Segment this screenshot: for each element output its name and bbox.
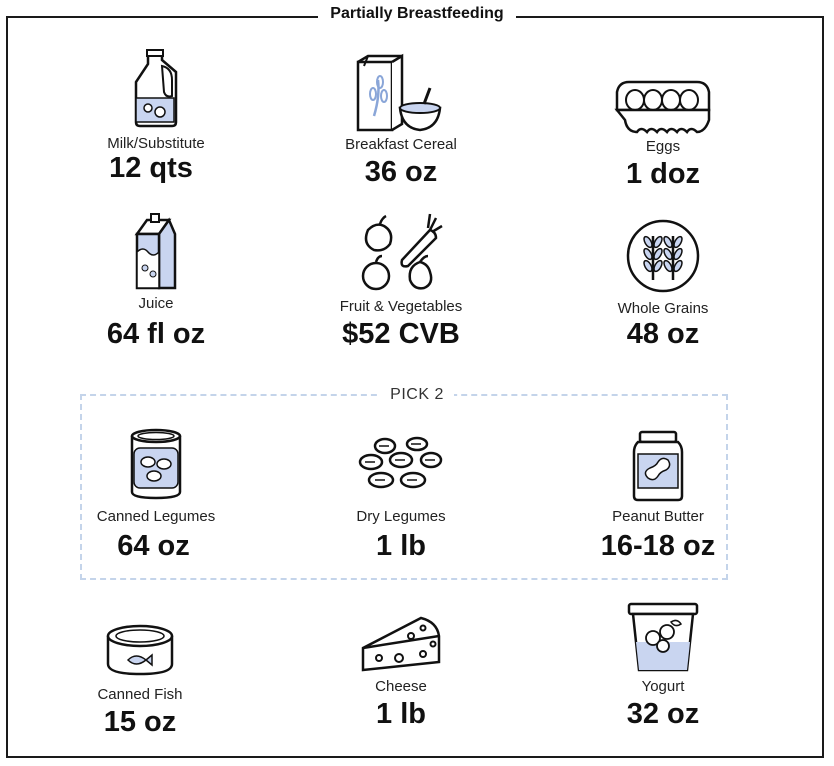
item-grains: Whole Grains 48 oz — [543, 218, 783, 358]
cheese-icon — [361, 616, 441, 672]
cereal-box-icon — [356, 53, 442, 132]
item-canned-legumes: Canned Legumes 64 oz — [36, 428, 276, 568]
item-eggs: Eggs 1 doz — [543, 78, 783, 198]
wheat-icon — [626, 219, 700, 293]
item-fruitveg: Fruit & Vegetables $52 CVB — [281, 212, 521, 352]
item-amount: 36 oz — [364, 156, 438, 188]
item-label: Juice — [138, 295, 174, 312]
item-canned-fish: Canned Fish 15 oz — [20, 622, 260, 762]
pick-title: PICK 2 — [0, 386, 834, 404]
item-amount: 15 oz — [103, 706, 177, 738]
item-amount: $52 CVB — [342, 318, 460, 350]
pick-label: PICK 2 — [380, 386, 454, 403]
dry-beans-icon — [358, 436, 443, 489]
item-label: Cheese — [375, 678, 427, 695]
egg-carton-icon — [614, 80, 711, 134]
item-amount: 64 fl oz — [106, 318, 206, 350]
item-amount: 16-18 oz — [600, 530, 716, 562]
frame-title: Partially Breastfeeding — [0, 5, 834, 23]
item-label: Peanut Butter — [612, 508, 704, 525]
item-amount: 48 oz — [626, 318, 700, 350]
item-label: Eggs — [645, 138, 681, 155]
page-title: Partially Breastfeeding — [318, 5, 516, 22]
tuna-can-icon — [106, 624, 174, 676]
item-milk: Milk/Substitute 12 qts — [36, 48, 276, 188]
peanut-butter-jar-icon — [632, 430, 684, 502]
item-label: Milk/Substitute — [107, 135, 205, 152]
item-label: Fruit & Vegetables — [339, 298, 463, 315]
bean-can-icon — [130, 428, 182, 500]
item-amount: 1 lb — [376, 698, 426, 730]
juice-carton-icon — [134, 213, 177, 290]
item-cheese: Cheese 1 lb — [281, 614, 521, 754]
item-amount: 1 lb — [376, 530, 426, 562]
milk-jug-icon — [134, 49, 178, 128]
item-juice: Juice 64 fl oz — [36, 212, 276, 352]
item-label: Canned Fish — [97, 686, 183, 703]
item-amount: 32 oz — [626, 698, 700, 730]
item-label: Yogurt — [641, 678, 685, 695]
item-label: Canned Legumes — [96, 508, 216, 525]
item-cereal: Breakfast Cereal 36 oz — [281, 50, 521, 190]
yogurt-cup-icon — [627, 602, 699, 672]
item-amount: 1 doz — [625, 158, 701, 190]
item-label: Breakfast Cereal — [345, 136, 457, 153]
item-yogurt: Yogurt 32 oz — [543, 600, 783, 740]
fruit-vegetables-icon — [361, 213, 443, 291]
item-label: Whole Grains — [617, 300, 709, 317]
item-amount: 64 oz — [117, 530, 190, 562]
item-peanut-butter: Peanut Butter 16-18 oz — [538, 430, 778, 570]
item-amount: 12 qts — [109, 152, 193, 184]
item-label: Dry Legumes — [356, 508, 446, 525]
item-dry-legumes: Dry Legumes 1 lb — [281, 436, 521, 576]
